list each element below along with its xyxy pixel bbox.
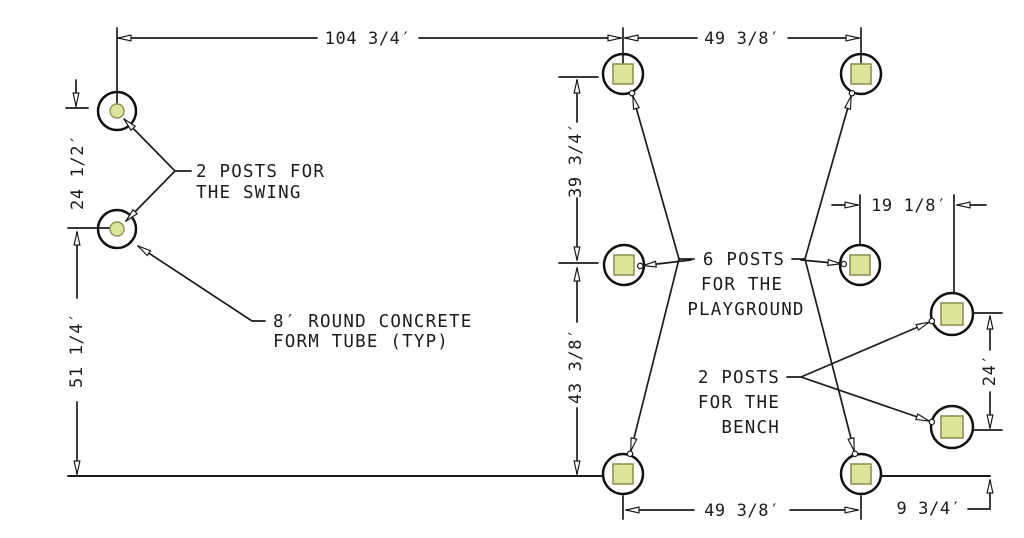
bench-label-line1: 2 POSTS (698, 368, 780, 388)
leader-lines (123, 89, 936, 458)
extension-lines (65, 27, 1003, 520)
playground-post-mid-left-square (613, 254, 635, 276)
playground-post-bottom-right-square (850, 463, 872, 485)
tube-label-line1: 8′ ROUND CONCRETE (273, 312, 473, 332)
dim-bench-gap: 24′ (980, 354, 1000, 387)
dim-swing-to-playground: 104 3/4′ (325, 29, 412, 49)
playground-post-mid-right-square (849, 254, 871, 276)
post-markers (109, 63, 964, 485)
playground-leader-top-right (804, 89, 856, 260)
dimension-texts: 104 3/4′ 49 3/8′ 24 1/2′ 51 1/4′ 39 3/4′… (67, 29, 1000, 521)
post-circles (96, 52, 975, 496)
swing-post-top-dot (109, 103, 125, 119)
dim-playground-bottom-width: 49 3/8′ (704, 501, 780, 521)
dim-playground-to-bench: 19 1/8′ (871, 196, 947, 216)
playground-post-top-left-square (612, 63, 634, 85)
dim-swing-to-base: 51 1/4′ (67, 312, 87, 388)
bench-label-line3: BENCH (721, 418, 780, 438)
playground-post-bottom-left-square (612, 463, 634, 485)
dim-bench-to-base: 9 3/4′ (896, 499, 961, 519)
dim-swing-post-gap: 24 1/2′ (68, 134, 88, 210)
playground-leader-bottom-right (804, 258, 859, 458)
playground-leader-mid-right (800, 258, 848, 268)
playground-label-line2: FOR THE (701, 275, 783, 295)
playground-leader-mid-left (636, 259, 692, 270)
bench-leader-bottom (800, 376, 936, 426)
tube-leader (137, 245, 266, 322)
tube-label-line2: FORM TUBE (TYP) (273, 332, 449, 352)
swing-label-line1: 2 POSTS FOR (196, 162, 325, 182)
annotation-labels: 2 POSTS FOR THE SWING 8′ ROUND CONCRETE … (196, 162, 804, 438)
swing-post-bottom-dot (109, 221, 125, 237)
swing-leader-bottom (125, 170, 176, 222)
bench-post-top-square (940, 302, 964, 326)
dim-playground-top-width: 49 3/8′ (704, 29, 780, 49)
dim-playground-upper-gap: 39 3/4′ (566, 122, 586, 198)
bench-label-line2: FOR THE (698, 393, 780, 413)
dim-playground-lower-gap: 43 3/8′ (566, 328, 586, 404)
bench-post-bottom-square (940, 415, 964, 439)
playground-leader-bottom-left (626, 258, 680, 458)
bench-leader-top (800, 317, 936, 378)
playground-leader-top-left (628, 89, 680, 260)
dimension-lines (72, 34, 994, 514)
playground-label-line3: PLAYGROUND (687, 300, 804, 320)
swing-leader-top (123, 118, 176, 172)
playground-label-line1: 6 POSTS (703, 250, 785, 270)
dimension-line (967, 479, 994, 510)
playground-post-top-right-square (850, 63, 872, 85)
swing-label-line2: THE SWING (196, 183, 302, 203)
